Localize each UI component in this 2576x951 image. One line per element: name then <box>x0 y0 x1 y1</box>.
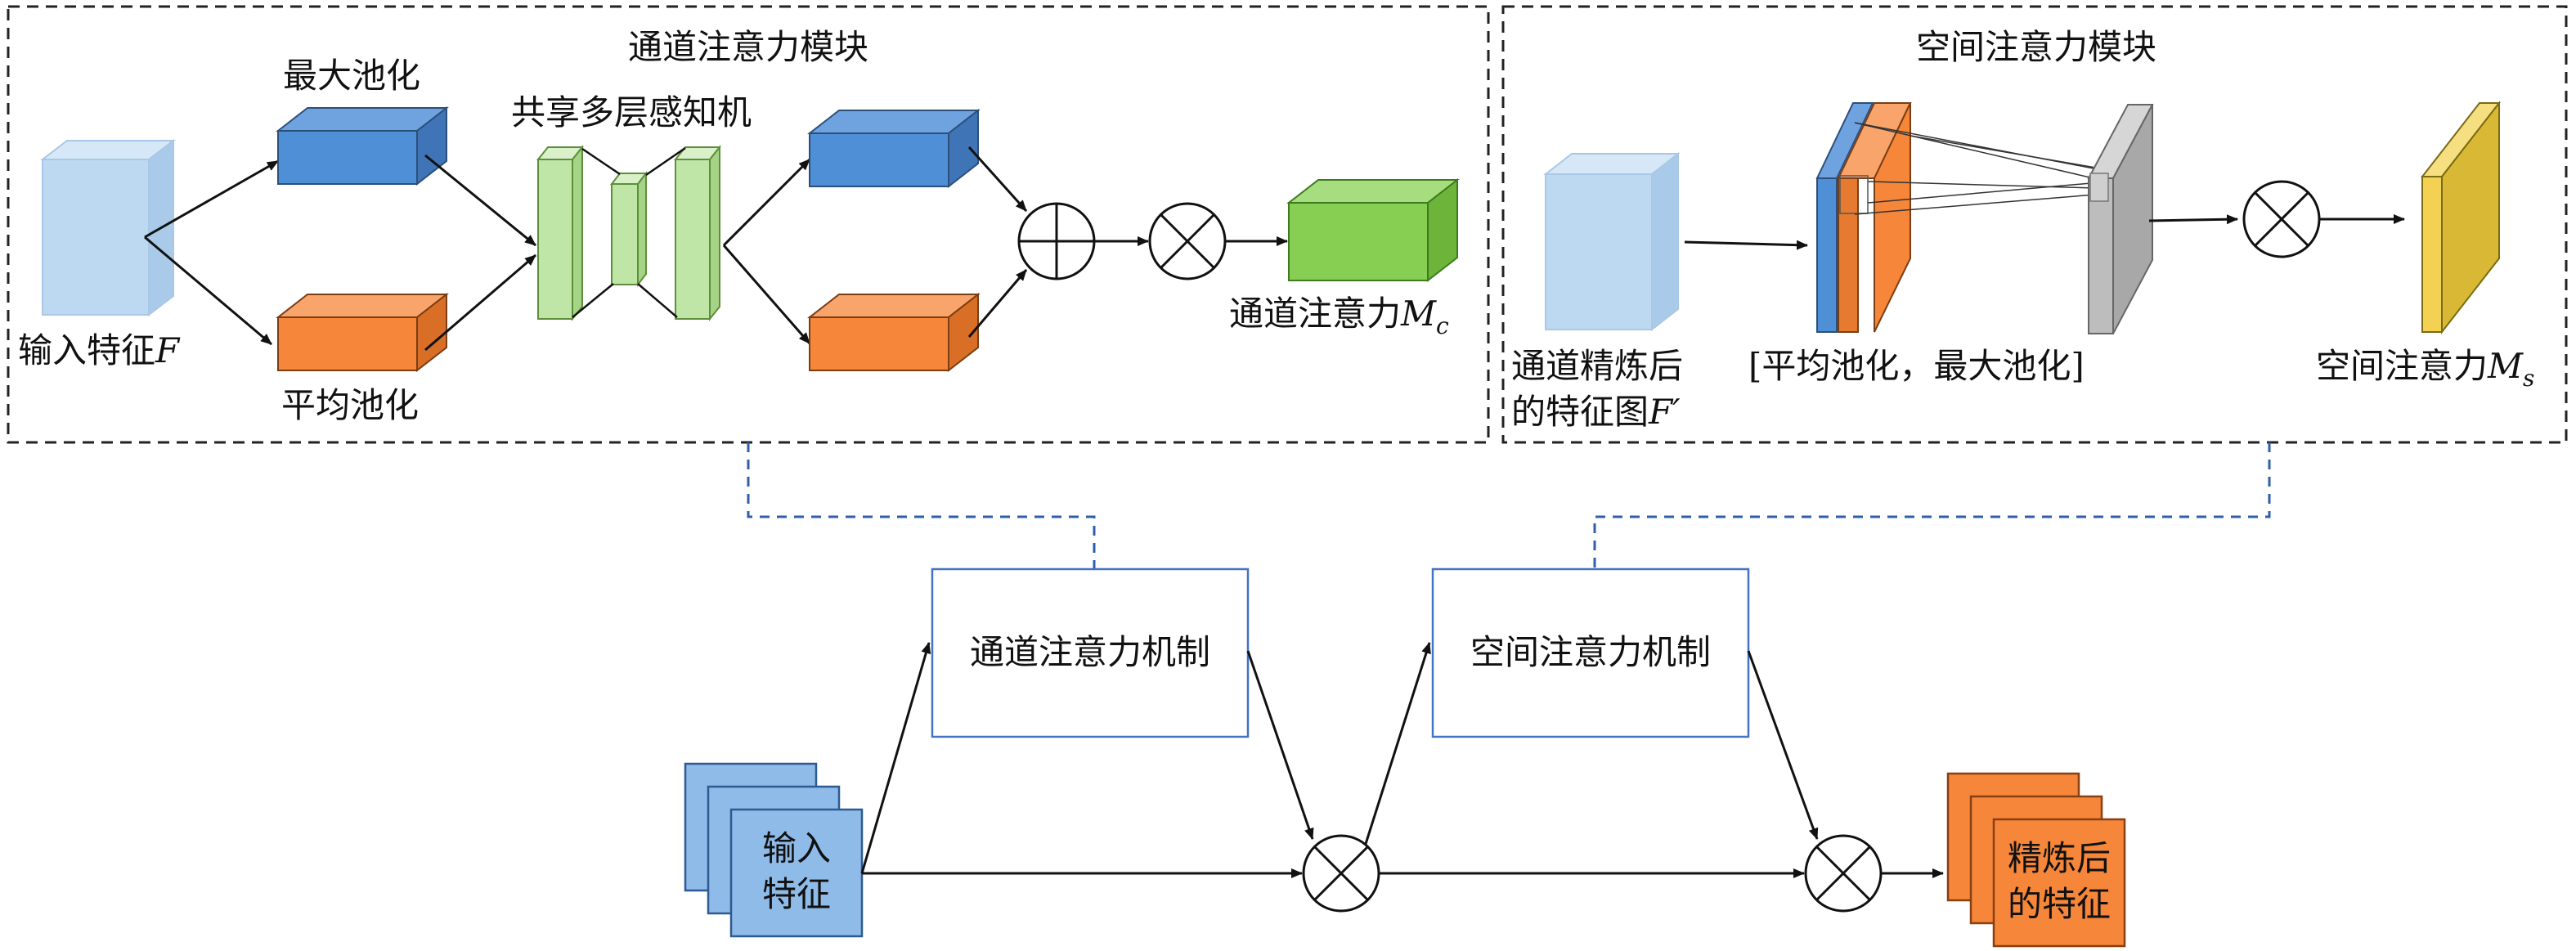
pooled-maps <box>1815 102 1912 333</box>
module-connectors <box>747 442 2271 569</box>
pipeline-multiply-icon-1 <box>1302 834 1380 913</box>
spatial-multiply-icon <box>2242 180 2321 258</box>
input-feature-cube <box>40 138 176 317</box>
channel-attention-box-label: 通道注意力机制 <box>970 632 1210 672</box>
channel-attention-box <box>931 567 1250 738</box>
mlp-output-orange <box>807 292 981 373</box>
pipeline-input-line1: 输入 <box>762 828 831 868</box>
channel-attention-module: 通道注意力模块 输入特征F 最大池化 平均池化 <box>7 5 1490 444</box>
input-feature-label: 输入特征F <box>18 330 181 370</box>
channel-module-title: 通道注意力模块 <box>628 27 868 67</box>
refined-feature-label-line1: 通道精炼后 <box>1511 346 1683 386</box>
refined-feature-stack <box>1946 772 2126 948</box>
conv-projection-lines <box>1854 122 2111 215</box>
conv-output-map <box>2087 104 2154 334</box>
max-pool-block <box>276 105 449 186</box>
spatial-attention-module: 空间注意力模块 通道精炼后 的特征图F′ [平均池化，最大池化] <box>1501 5 2568 444</box>
avg-pool-block <box>276 292 449 373</box>
input-feature-stack <box>684 762 864 938</box>
refined-feature-label-line2: 的特征图F′ <box>1511 392 1681 432</box>
max-pool-label: 最大池化 <box>283 56 420 96</box>
avg-pool-label: 平均池化 <box>281 385 419 425</box>
channel-attention-output <box>1286 177 1460 283</box>
pipeline-output-line1: 精炼后 <box>2008 838 2111 878</box>
shared-mlp <box>536 145 722 321</box>
spatial-module-title: 空间注意力模块 <box>1916 27 2156 67</box>
channel-module-frame <box>7 5 1490 444</box>
pipeline-input-line2: 特征 <box>762 874 831 914</box>
pool-concat-label: [平均池化，最大池化] <box>1748 346 2085 386</box>
pipeline: 输入 特征 通道注意力机制 空间注意力机制 <box>684 567 2126 948</box>
mlp-output-blue <box>807 108 981 189</box>
spatial-attention-label: 空间注意力Ms <box>2316 346 2534 392</box>
shared-mlp-label: 共享多层感知机 <box>511 92 752 132</box>
pipeline-output-line2: 的特征 <box>2008 884 2111 924</box>
multiply-icon <box>1148 202 1227 280</box>
channel-attention-label: 通道注意力Mc <box>1229 294 1449 339</box>
spatial-attention-output <box>2420 101 2502 334</box>
spatial-module-frame <box>1501 5 2568 444</box>
refined-feature-cube <box>1543 151 1681 332</box>
pipeline-multiply-icon-2 <box>1804 834 1883 913</box>
spatial-attention-box <box>1431 567 1750 738</box>
spatial-attention-box-label: 空间注意力机制 <box>1470 632 1711 672</box>
element-wise-sum-icon <box>1017 202 1096 280</box>
